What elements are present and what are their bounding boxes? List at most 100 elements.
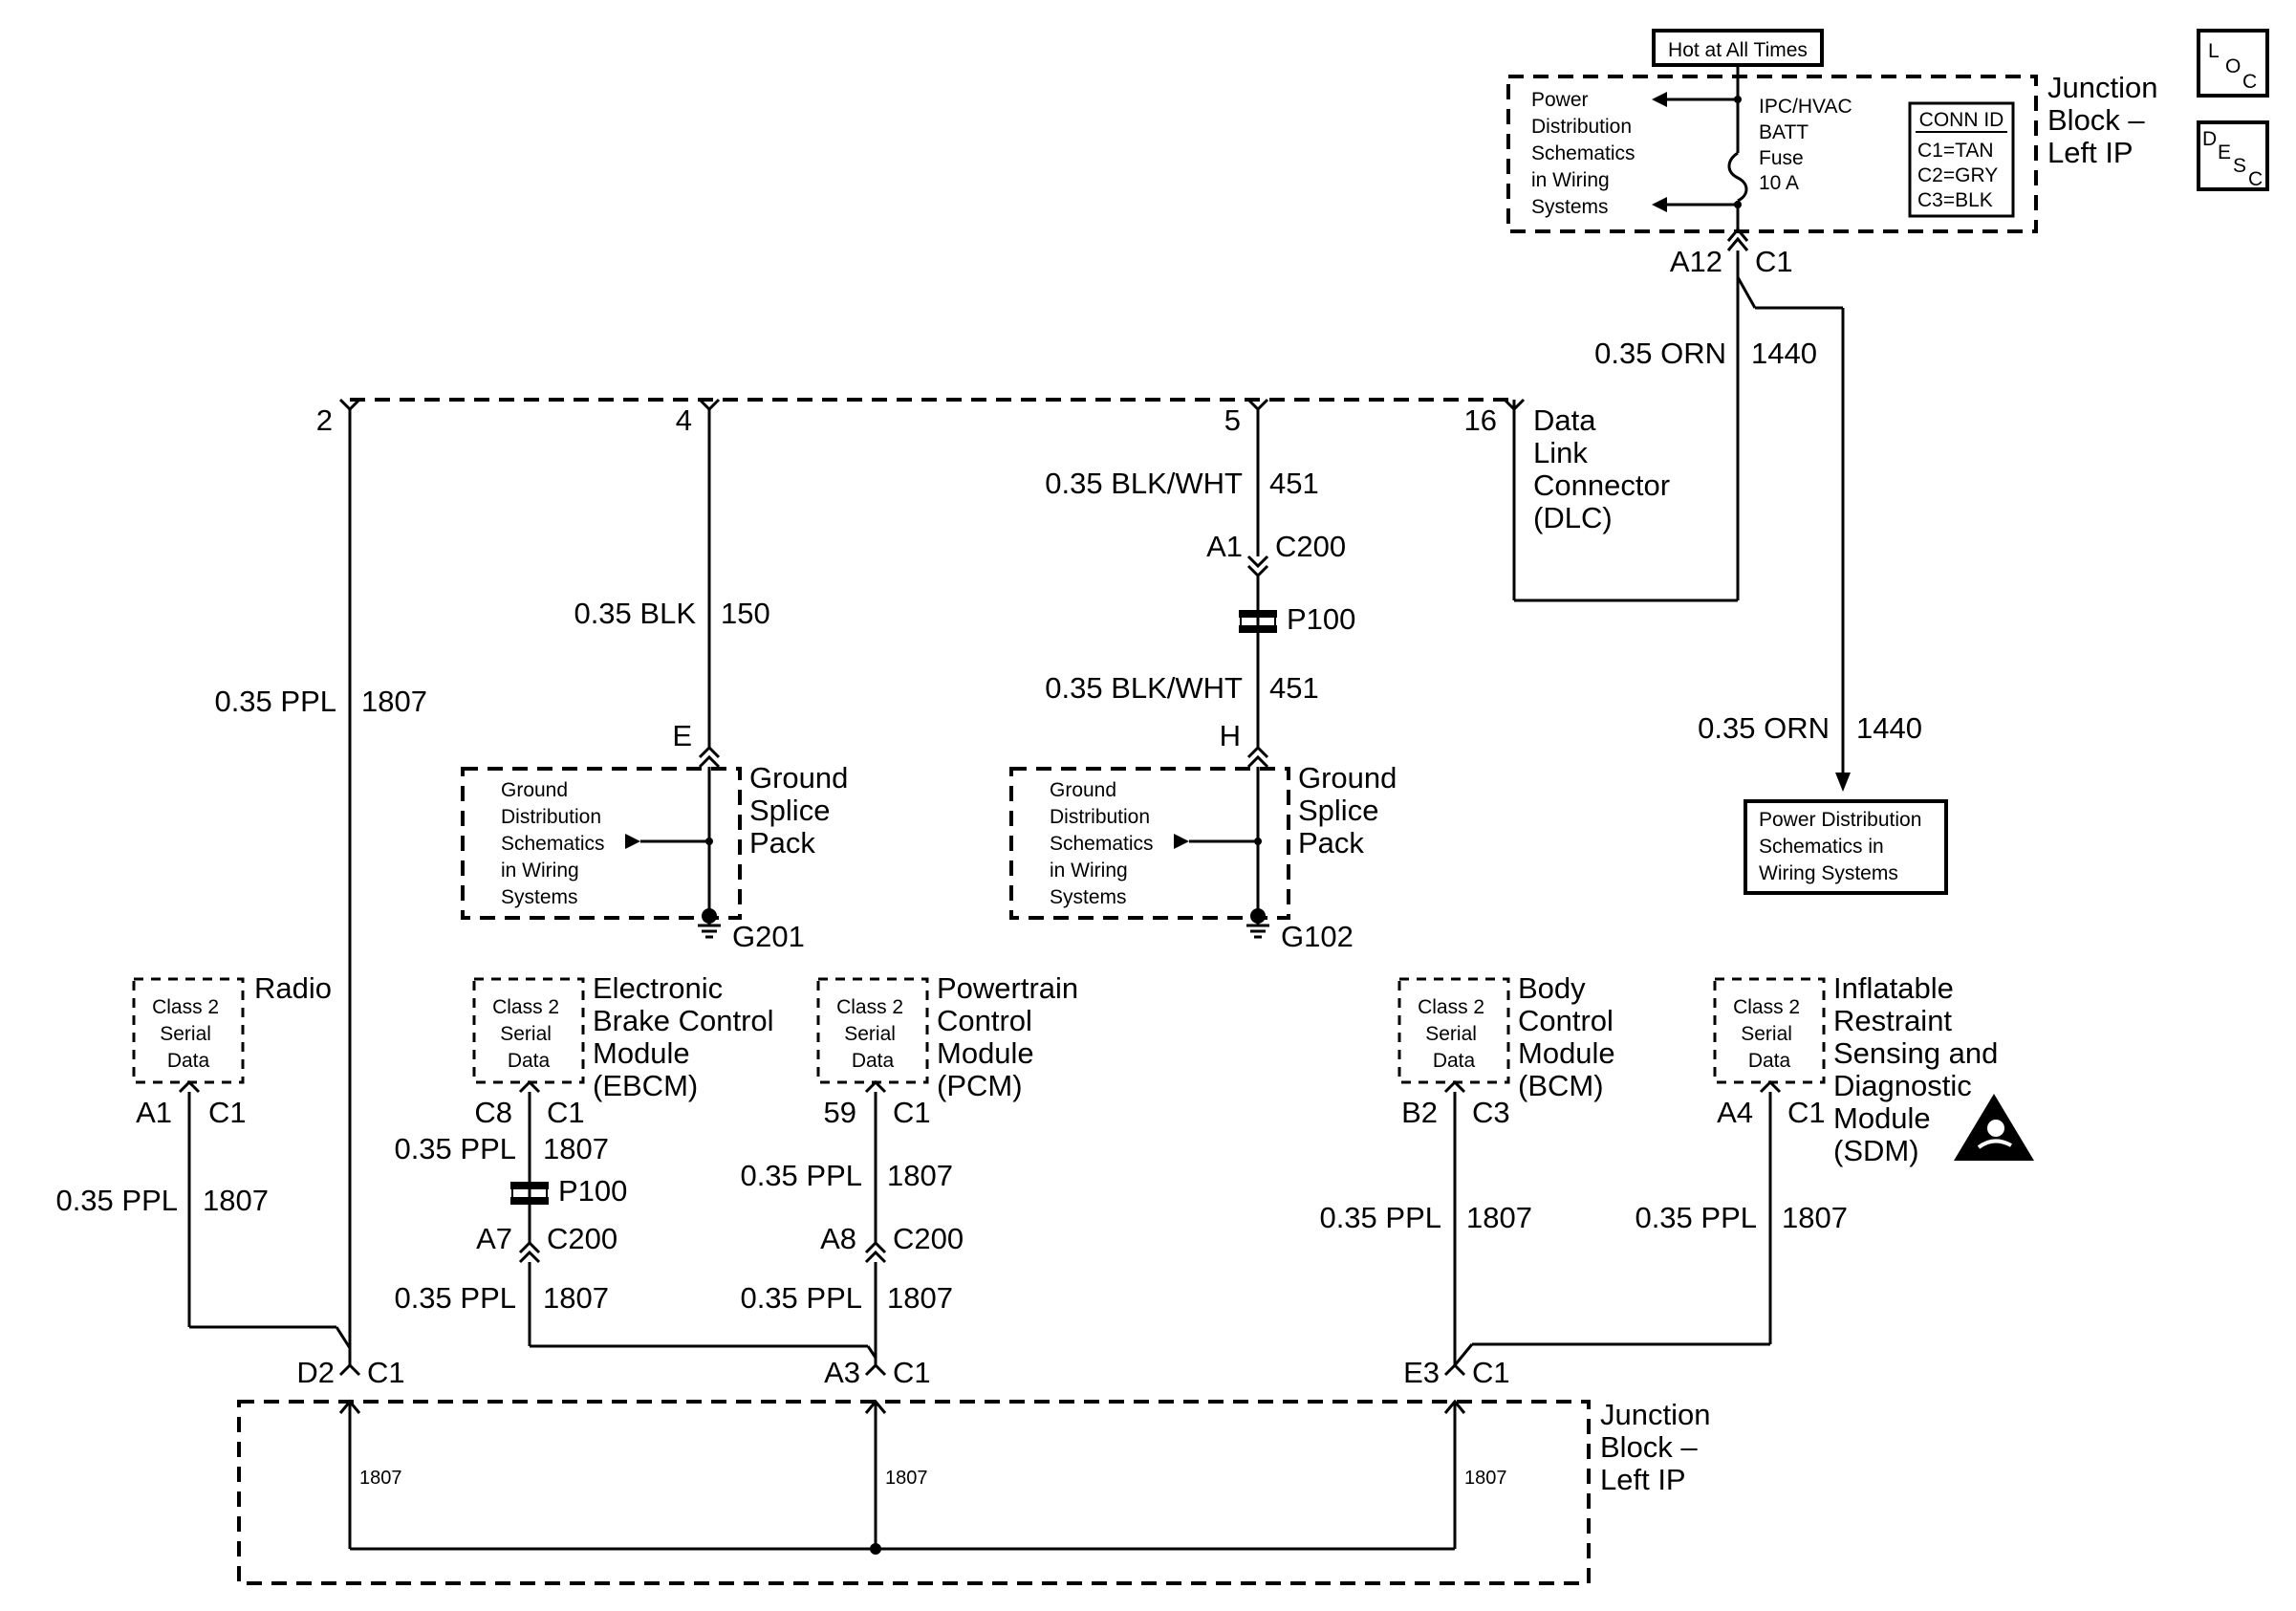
svg-text:O: O bbox=[2225, 55, 2241, 77]
wire-ppl-dlc-gauge: 0.35 PPL bbox=[214, 685, 336, 718]
splice-left-ref: Ground Distribution Schematics in Wiring… bbox=[501, 779, 610, 908]
arrow-left-icon bbox=[1652, 92, 1667, 107]
jb-bottom-pin-a3: A3 bbox=[824, 1356, 860, 1389]
radio-circuit: 1807 bbox=[203, 1184, 269, 1217]
svg-text:D: D bbox=[2202, 128, 2217, 150]
bcm-gauge: 0.35 PPL bbox=[1319, 1201, 1441, 1234]
pcm-pin: 59 bbox=[824, 1096, 856, 1129]
conn-id-box bbox=[1908, 101, 2015, 218]
wire-orn-1-circuit: 1440 bbox=[1751, 337, 1817, 370]
p100-top-symbol bbox=[1239, 610, 1277, 633]
jb-bottom-pin-e3: E3 bbox=[1403, 1356, 1440, 1389]
c200-top-conn: C200 bbox=[1275, 530, 1346, 563]
ebcm-c200: C200 bbox=[547, 1222, 617, 1255]
junction-block-bottom: D2 C1 A3 C1 E3 C1 1807 1807 1807 Junctio… bbox=[237, 1356, 1719, 1585]
fuse-label: IPC/HVAC BATT Fuse 10 A bbox=[1759, 96, 1857, 194]
svg-text:L: L bbox=[2208, 40, 2220, 62]
pcm-conn: C1 bbox=[893, 1096, 931, 1129]
jb-top-conn: C1 bbox=[1755, 245, 1793, 278]
sdm-title: Inflatable Restraint Sensing and Diagnos… bbox=[1833, 971, 2006, 1167]
desc-icon[interactable]: D E S C bbox=[2197, 120, 2269, 191]
ebcm-circuit-1: 1807 bbox=[543, 1132, 609, 1165]
dlc-pin-16: 16 bbox=[1464, 403, 1497, 437]
arrow-right-icon bbox=[625, 834, 640, 849]
dlc-pin-2: 2 bbox=[316, 403, 333, 437]
dlc-connector: 2 4 5 16 Data Link Connector (DLC) bbox=[316, 398, 1679, 600]
conn-id-list: C1=TAN C2=GRY C3=BLK bbox=[1917, 140, 2004, 211]
junction-block-bottom-title: Junction Block – Left IP bbox=[1600, 1398, 1719, 1496]
jb-bottom-conn-d2: C1 bbox=[367, 1356, 405, 1389]
splice-left-ground: G201 bbox=[732, 920, 805, 953]
bcm-pin: B2 bbox=[1401, 1096, 1438, 1129]
splice-right-title: Ground Splice Pack bbox=[1298, 761, 1405, 860]
ebcm-gauge-2: 0.35 PPL bbox=[394, 1281, 516, 1315]
pcm-gauge-2: 0.35 PPL bbox=[740, 1281, 862, 1315]
ebcm-pin: C8 bbox=[474, 1096, 512, 1129]
junction-block-top-title: Junction Block – Left IP bbox=[2047, 71, 2166, 169]
dlc-title: Data Link Connector (DLC) bbox=[1533, 403, 1679, 534]
loc-icon[interactable]: L O C bbox=[2197, 29, 2269, 98]
bcm-circuit: 1807 bbox=[1466, 1201, 1532, 1234]
sdm-module: Class 2 Serial Data Inflatable Restraint… bbox=[1453, 971, 2034, 1366]
wire-blkwht-2-circuit: 451 bbox=[1269, 671, 1319, 705]
fuse-symbol bbox=[1727, 151, 1748, 203]
jb-top-pin: A12 bbox=[1670, 245, 1722, 278]
pcm-module: Class 2 Serial Data Powertrain Control M… bbox=[740, 971, 1087, 1365]
arrow-left-icon bbox=[1652, 197, 1667, 212]
radio-gauge: 0.35 PPL bbox=[55, 1184, 178, 1217]
sdm-pin: A4 bbox=[1717, 1096, 1753, 1129]
splice-left-title: Ground Splice Pack bbox=[749, 761, 856, 860]
conn-id-title: CONN ID bbox=[1919, 109, 2004, 131]
radio-conn: C1 bbox=[208, 1096, 247, 1129]
pcm-gauge-1: 0.35 PPL bbox=[740, 1159, 862, 1192]
pcm-c200: C200 bbox=[893, 1222, 964, 1255]
power-distribution-box bbox=[1744, 799, 1948, 895]
pcm-title: Powertrain Control Module (PCM) bbox=[937, 971, 1087, 1102]
dlc-pin-5: 5 bbox=[1224, 403, 1241, 437]
p100-top-label: P100 bbox=[1287, 602, 1355, 636]
radio-title: Radio bbox=[254, 971, 332, 1005]
jb-bottom-circuit-3: 1807 bbox=[1464, 1468, 1507, 1489]
junction-block-top: Hot at All Times Power Distribution Sche… bbox=[1506, 29, 2166, 278]
c200-top-pin: A1 bbox=[1206, 530, 1243, 563]
svg-text:C: C bbox=[2248, 168, 2263, 190]
ebcm-gauge-1: 0.35 PPL bbox=[394, 1132, 516, 1165]
ebcm-c200-pin: A7 bbox=[476, 1222, 512, 1255]
ebcm-circuit-2: 1807 bbox=[543, 1281, 609, 1315]
wire-blkwht-1-gauge: 0.35 BLK/WHT bbox=[1045, 467, 1243, 500]
bcm-module: Class 2 Serial Data Body Control Module … bbox=[1319, 971, 1623, 1365]
svg-text:Class 2 Serial Dat: Class 2 Serial Data bbox=[492, 996, 565, 1072]
dlc-pin-4: 4 bbox=[676, 403, 692, 437]
svg-text:Class 2 Serial Dat: Class 2 Serial Data bbox=[1418, 996, 1490, 1072]
radio-pin: A1 bbox=[136, 1096, 172, 1129]
jb-bottom-conn-a3: C1 bbox=[893, 1356, 931, 1389]
svg-text:Class 2 Serial Dat: Class 2 Serial Data bbox=[1733, 996, 1806, 1072]
airbag-warning-icon bbox=[1954, 1094, 2034, 1161]
wire-orn-2-circuit: 1440 bbox=[1856, 711, 1922, 745]
ebcm-conn: C1 bbox=[547, 1096, 585, 1129]
arrow-right-icon bbox=[1174, 834, 1189, 849]
svg-text:C: C bbox=[2242, 71, 2257, 93]
arrow-down-icon bbox=[1835, 773, 1851, 792]
splice-right-pin: H bbox=[1220, 719, 1241, 752]
wire-blk-gauge: 0.35 BLK bbox=[574, 597, 696, 630]
wire-orn-1-gauge: 0.35 ORN bbox=[1594, 337, 1726, 370]
svg-text:Class 2 Serial Dat: Class 2 Serial Data bbox=[836, 996, 909, 1072]
wire-ppl-dlc-circuit: 1807 bbox=[361, 685, 427, 718]
bcm-title: Body Control Module (BCM) bbox=[1518, 971, 1623, 1102]
junction-block-top-outline bbox=[1506, 75, 2038, 233]
jb-bottom-circuit-2: 1807 bbox=[885, 1468, 928, 1489]
wire-blkwht-2-gauge: 0.35 BLK/WHT bbox=[1045, 671, 1243, 705]
ebcm-title: Electronic Brake Control Module (EBCM) bbox=[593, 971, 782, 1102]
jb-bottom-circuit-1: 1807 bbox=[359, 1468, 402, 1489]
sdm-conn: C1 bbox=[1787, 1096, 1826, 1129]
bcm-conn: C3 bbox=[1472, 1096, 1510, 1129]
ground-splice-pack-left: Ground Distribution Schematics in Wiring… bbox=[461, 761, 856, 953]
jb-bottom-pin-d2: D2 bbox=[296, 1356, 335, 1389]
ebcm-p100: P100 bbox=[558, 1174, 627, 1208]
ebcm-module: Class 2 Serial Data Electronic Brake Con… bbox=[394, 971, 877, 1359]
sdm-circuit: 1807 bbox=[1782, 1201, 1848, 1234]
splice-right-ref: Ground Distribution Schematics in Wiring… bbox=[1050, 779, 1159, 908]
wire-blkwht-1-circuit: 451 bbox=[1269, 467, 1319, 500]
